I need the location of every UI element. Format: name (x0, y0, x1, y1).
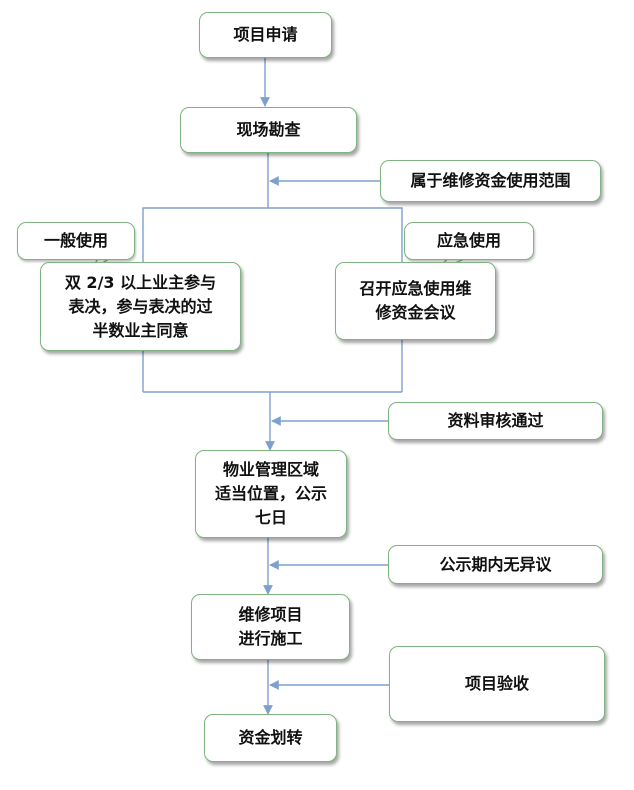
node-transfer: 资金划转 (204, 714, 337, 762)
node-emergency-meeting: 召开应急使用维 修资金会议 (335, 262, 496, 340)
node-general-vote: 双 2/3 以上业主参与 表决，参与表决的过 半数业主同意 (40, 262, 241, 351)
node-acceptance: 项目验收 (389, 646, 605, 722)
node-no-objection: 公示期内无异议 (388, 545, 603, 584)
node-publicize: 物业管理区域 适当位置，公示 七日 (195, 450, 347, 538)
node-general-tag: 一般使用 (17, 222, 135, 260)
node-emergency-tag: 应急使用 (404, 222, 534, 260)
node-scope: 属于维修资金使用范围 (380, 160, 601, 202)
node-construct: 维修项目 进行施工 (191, 594, 350, 660)
node-apply: 项目申请 (199, 12, 332, 58)
node-review: 资料审核通过 (388, 402, 603, 440)
node-survey: 现场勘查 (180, 107, 357, 153)
